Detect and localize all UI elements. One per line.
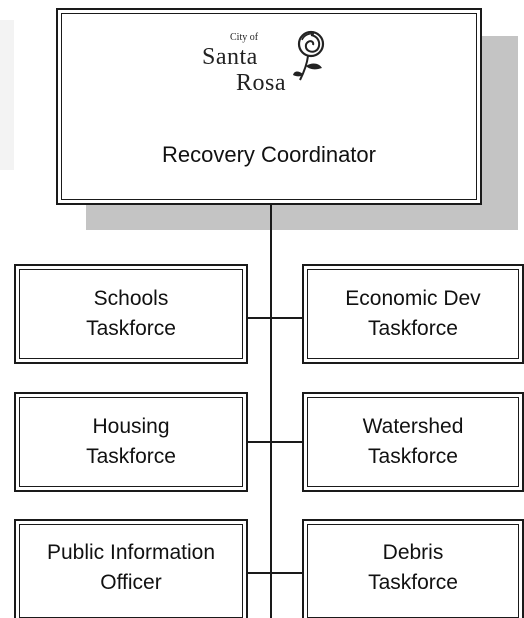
debris-taskforce-label: Debris Taskforce: [368, 541, 458, 594]
spine-connector: [270, 204, 272, 618]
watershed-taskforce-box: Watershed Taskforce: [302, 392, 524, 492]
schools-taskforce-box: Schools Taskforce: [14, 264, 248, 364]
rose-icon: [293, 30, 325, 81]
debris-taskforce-box: Debris Taskforce: [302, 519, 524, 618]
recovery-coordinator-label: Recovery Coordinator: [162, 142, 376, 167]
connector-row3: [246, 572, 304, 574]
connector-row1: [246, 317, 304, 319]
logo-city-of-text: City of: [230, 32, 259, 43]
recovery-coordinator-box: City of Santa Rosa Recovery Coordinator: [56, 8, 482, 205]
city-of-santa-rosa-logo: City of Santa Rosa: [192, 24, 332, 104]
schools-taskforce-label: Schools Taskforce: [86, 287, 176, 340]
public-information-officer-box: Public Information Officer: [14, 519, 248, 618]
economic-dev-taskforce-box: Economic Dev Taskforce: [302, 264, 524, 364]
housing-taskforce-label: Housing Taskforce: [86, 415, 176, 468]
housing-taskforce-box: Housing Taskforce: [14, 392, 248, 492]
public-information-officer-label: Public Information Officer: [46, 541, 216, 594]
economic-dev-taskforce-label: Economic Dev Taskforce: [345, 287, 481, 340]
background-tint: [0, 20, 14, 170]
logo-santa-text: Santa: [202, 44, 258, 70]
logo-rosa-text: Rosa: [236, 70, 286, 96]
connector-row2: [246, 441, 304, 443]
watershed-taskforce-label: Watershed Taskforce: [362, 415, 464, 468]
